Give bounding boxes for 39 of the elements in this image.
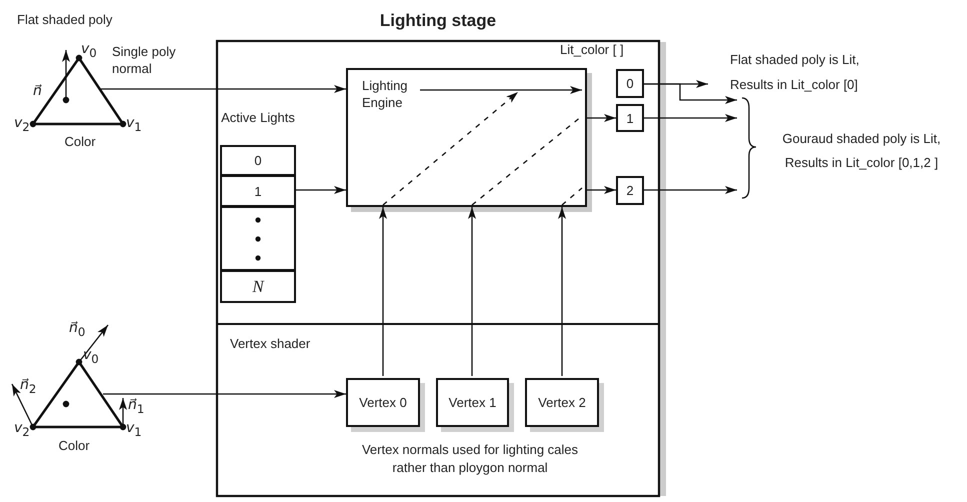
vector-label: n⃗ xyxy=(33,84,42,98)
color-label: Color xyxy=(57,439,91,454)
arrow xyxy=(644,114,737,122)
color-label: Color xyxy=(63,135,97,150)
region-title: Vertex shader xyxy=(230,337,310,352)
engine-title: Lighting Engine xyxy=(362,78,409,112)
note-text: Vertex normals used for lighting cales rather than ploygon normal xyxy=(360,441,580,476)
result-text: Flat shaded poly is Lit, Results in Lit_color [0] xyxy=(708,48,898,94)
vector-label: v$_{0}$ xyxy=(83,348,99,366)
output-slot: 0 xyxy=(616,69,644,98)
vector-label: v$_{1}$ xyxy=(126,116,142,134)
light-slot: 0 xyxy=(220,145,296,176)
arrow xyxy=(587,114,616,122)
light-slot: N xyxy=(220,270,296,303)
arrow xyxy=(644,186,737,194)
output-slot: 1 xyxy=(616,104,644,132)
light-slot: 1 xyxy=(220,175,296,207)
stack-title: Active Lights xyxy=(220,110,296,127)
arrow xyxy=(296,186,346,194)
arrow xyxy=(468,207,476,376)
output-slot: 2 xyxy=(616,176,644,205)
vector-label: n⃗$_{0}$ xyxy=(69,321,86,338)
vector-label: v$_{1}$ xyxy=(126,421,142,438)
stage-title: Lighting stage xyxy=(378,12,498,31)
vector-label: n⃗$_{2}$ xyxy=(20,378,36,396)
arrow xyxy=(587,186,616,194)
arrow xyxy=(558,207,566,376)
arrow xyxy=(100,85,346,93)
vector-label: v$_{0}$ xyxy=(81,42,97,60)
light-slot xyxy=(220,206,296,271)
arrow xyxy=(644,83,737,104)
vector-label: v$_{2}$ xyxy=(14,116,30,134)
result-text: Gouraud shaded poly is Lit, Results in Lit_color [0,1,2 ] xyxy=(781,130,942,172)
array-label: Lit_color [ ] xyxy=(560,43,624,58)
arrow xyxy=(103,390,346,398)
vector-label: n⃗$_{1}$ xyxy=(128,398,144,416)
arrow xyxy=(379,207,387,376)
drawing-title: Flat shaded poly xyxy=(17,13,112,28)
vector-label: v$_{2}$ xyxy=(14,421,30,438)
